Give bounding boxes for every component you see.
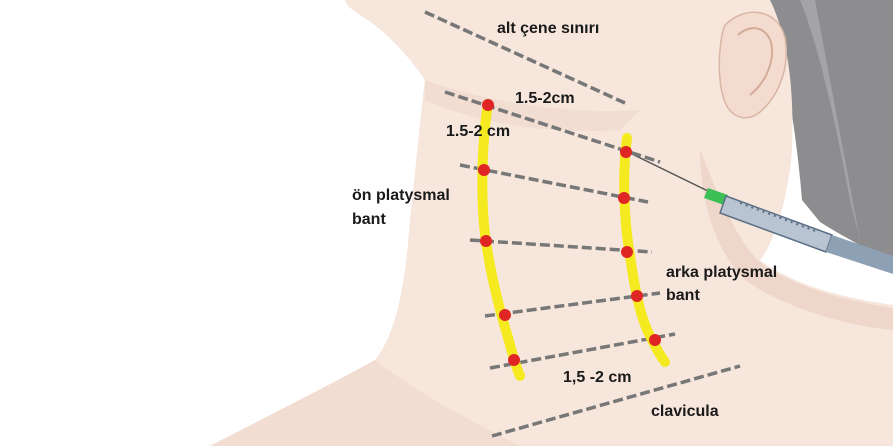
syringe-hub (704, 188, 728, 205)
injection-point (631, 290, 643, 302)
posterior-band-label-line1: arka platysmal (666, 264, 778, 281)
anterior-band-label-line2: bant (352, 211, 386, 228)
injection-point (482, 99, 494, 111)
shoulder-shadow (210, 360, 520, 446)
chin-shadow (425, 80, 640, 131)
injection-point (499, 309, 511, 321)
guide-line-2 (459, 163, 649, 204)
spacing-label-bottom: 1,5 -2 cm (563, 369, 632, 386)
syringe-icon (627, 151, 893, 274)
anterior-platysmal-band (477, 99, 525, 381)
clavicle-dashed-line (491, 364, 741, 438)
anterior-band-label-line1: ön platysmal (352, 187, 450, 204)
ear-inner (737, 27, 774, 96)
posterior-platysmal-band (619, 133, 670, 367)
clavicle-label: clavicula (651, 403, 719, 420)
hair-highlight (800, 0, 860, 240)
injection-point (508, 354, 520, 366)
injection-point (480, 235, 492, 247)
hair-shape (760, 0, 893, 262)
jawline-dashed-line (424, 10, 626, 105)
spacing-label-top-right: 1.5-2cm (515, 90, 575, 107)
guide-line-4 (484, 291, 661, 318)
neck-shadow-right (700, 150, 893, 330)
skin-shape (210, 0, 893, 446)
injection-point (478, 164, 490, 176)
guide-line-5 (489, 332, 676, 370)
jawline-label: alt çene sınırı (497, 20, 600, 37)
injection-point (618, 192, 630, 204)
syringe-needle (627, 151, 713, 194)
injection-point (649, 334, 661, 346)
syringe-plunger (826, 235, 893, 274)
injection-point (621, 246, 633, 258)
injection-point (620, 146, 632, 158)
spacing-label-top-left: 1.5-2 cm (446, 123, 511, 140)
syringe-graduations (739, 202, 819, 233)
posterior-band-label-line2: bant (666, 287, 700, 304)
guide-line-3 (469, 238, 653, 254)
